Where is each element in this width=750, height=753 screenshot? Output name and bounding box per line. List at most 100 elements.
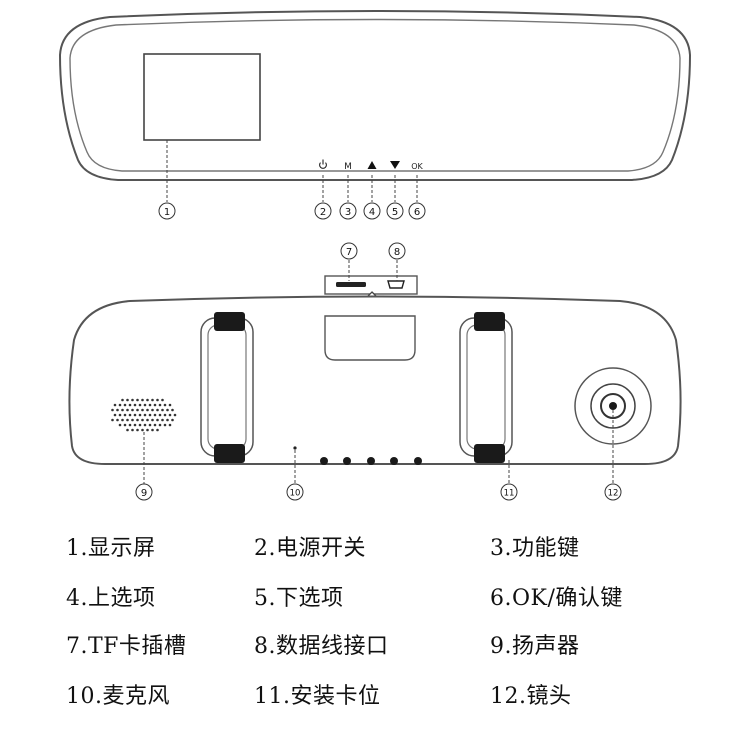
camera-lens xyxy=(574,367,652,445)
callout-5: 5 xyxy=(386,202,404,220)
speaker-hole xyxy=(128,413,132,417)
speaker-hole xyxy=(151,398,154,402)
speaker-hole xyxy=(136,418,139,422)
speaker-hole xyxy=(113,413,117,417)
callout-12: 12 xyxy=(604,483,622,501)
speaker-hole xyxy=(116,408,119,412)
legend-item-tf-slot: 7.TF卡插槽 xyxy=(66,634,187,659)
speaker-hole xyxy=(143,403,147,407)
speaker-hole xyxy=(138,413,142,417)
svg-text:7: 7 xyxy=(346,247,352,258)
speaker-grill xyxy=(111,398,177,432)
speaker-hole xyxy=(118,423,122,427)
callout-2: 2 xyxy=(314,202,332,220)
speaker-hole xyxy=(121,398,124,402)
speaker-hole xyxy=(126,408,129,412)
speaker-hole xyxy=(143,423,147,427)
speaker-hole xyxy=(171,418,174,422)
callout-1: 1 xyxy=(158,202,176,220)
speaker-hole xyxy=(163,413,167,417)
speaker-hole xyxy=(121,418,124,422)
speaker-hole xyxy=(123,423,127,427)
speaker-hole xyxy=(168,413,172,417)
speaker-hole xyxy=(133,423,137,427)
speaker-hole xyxy=(146,398,149,402)
up-arrow-icon xyxy=(367,161,377,169)
speaker-hole xyxy=(153,403,157,407)
legend-item-power: 2.电源开关 xyxy=(254,536,366,561)
mounting-strap-left xyxy=(200,312,254,463)
speaker-hole xyxy=(126,428,129,432)
svg-text:4: 4 xyxy=(369,207,375,218)
speaker-hole xyxy=(156,418,159,422)
speaker-hole xyxy=(143,413,147,417)
speaker-hole xyxy=(158,403,162,407)
speaker-hole xyxy=(141,428,144,432)
speaker-hole xyxy=(148,403,152,407)
speaker-hole xyxy=(126,418,129,422)
legend-item-mount: 11.安装卡位 xyxy=(254,684,381,709)
speaker-hole xyxy=(163,423,167,427)
speaker-hole xyxy=(156,428,159,432)
speaker-hole xyxy=(153,413,157,417)
back-mirror-body xyxy=(68,295,682,465)
callout-7: 7 xyxy=(340,242,358,260)
speaker-hole xyxy=(136,408,139,412)
callout-3: 3 xyxy=(339,202,357,220)
tf-card-slot-icon xyxy=(336,282,366,287)
legend-item-function: 3.功能键 xyxy=(490,536,580,561)
speaker-hole xyxy=(126,398,129,402)
callout-9: 9 xyxy=(135,483,153,501)
callout-10: 10 xyxy=(286,483,304,501)
legend-item-down: 5.下选项 xyxy=(254,586,344,611)
down-arrow-icon xyxy=(390,161,400,169)
speaker-hole xyxy=(156,408,159,412)
legend-item-ok: 6.OK/确认键 xyxy=(490,586,623,611)
speaker-hole xyxy=(151,418,154,422)
speaker-hole xyxy=(138,423,142,427)
speaker-hole xyxy=(111,418,114,422)
display-screen xyxy=(143,53,261,141)
speaker-hole xyxy=(118,413,122,417)
indicator-dots xyxy=(320,457,422,465)
speaker-hole xyxy=(136,428,139,432)
svg-text:2: 2 xyxy=(320,207,326,218)
usb-port-icon xyxy=(387,280,405,289)
dashcam-diagram: M OK xyxy=(58,10,692,501)
speaker-hole xyxy=(131,418,134,422)
speaker-hole xyxy=(166,418,169,422)
speaker-hole xyxy=(118,403,122,407)
speaker-hole xyxy=(168,403,172,407)
speaker-hole xyxy=(111,408,114,412)
legend-item-up: 4.上选项 xyxy=(66,586,156,611)
legend-item-display: 1.显示屏 xyxy=(66,536,156,561)
speaker-hole xyxy=(131,408,134,412)
svg-text:9: 9 xyxy=(141,488,147,499)
speaker-hole xyxy=(161,398,164,402)
legend-item-microphone: 10.麦克风 xyxy=(66,684,170,709)
speaker-hole xyxy=(173,413,177,417)
legend-item-speaker: 9.扬声器 xyxy=(490,634,580,659)
speaker-hole xyxy=(123,413,127,417)
speaker-hole xyxy=(136,398,139,402)
callout-11: 11 xyxy=(500,483,518,501)
speaker-hole xyxy=(168,423,172,427)
speaker-hole xyxy=(171,408,174,412)
speaker-hole xyxy=(131,398,134,402)
speaker-hole xyxy=(163,403,167,407)
back-view xyxy=(68,260,682,484)
legend-item-usb: 8.数据线接口 xyxy=(254,634,389,659)
speaker-hole xyxy=(133,403,137,407)
callout-4: 4 xyxy=(363,202,381,220)
speaker-hole xyxy=(161,408,164,412)
mount-connector xyxy=(324,315,416,361)
ok-button-label: OK xyxy=(411,162,423,171)
legend: 1.显示屏 2.电源开关 3.功能键 4.上选项 5.下选项 6.OK/确认键 … xyxy=(0,520,750,740)
speaker-hole xyxy=(156,398,159,402)
legend-item-lens: 12.镜头 xyxy=(490,684,572,709)
speaker-hole xyxy=(158,423,162,427)
speaker-hole xyxy=(138,403,142,407)
microphone-hole xyxy=(293,446,297,450)
front-mirror-inner xyxy=(69,18,681,172)
speaker-hole xyxy=(146,408,149,412)
